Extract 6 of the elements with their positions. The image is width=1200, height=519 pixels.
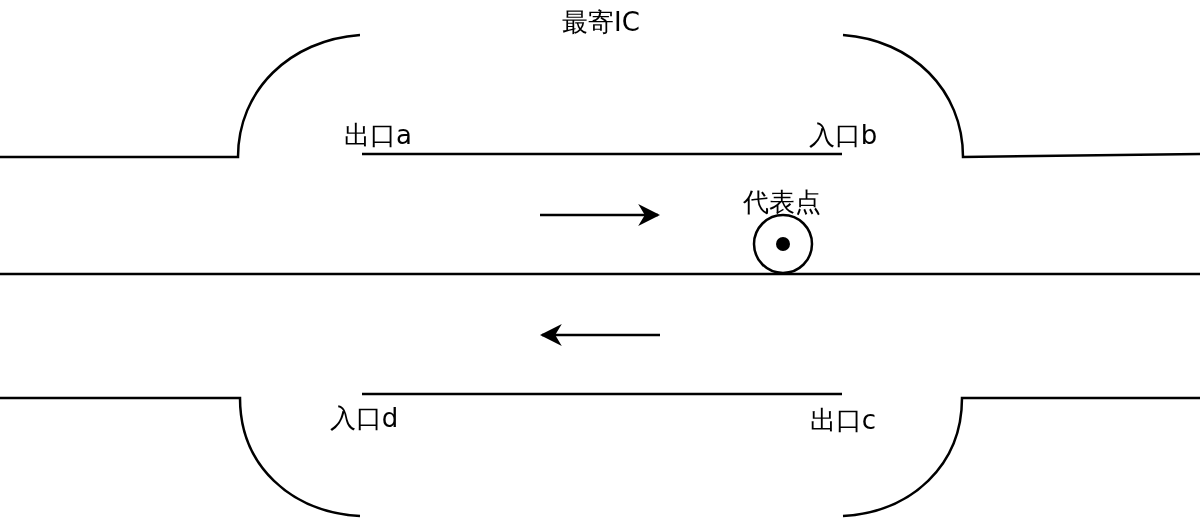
interchange-label: 最寄IC xyxy=(562,7,640,37)
point-label: 代表点 xyxy=(743,187,821,217)
entrance-label: 入口d xyxy=(329,403,399,433)
entrance-label: 入口b xyxy=(808,120,878,150)
exit-label: 出口c xyxy=(809,405,877,435)
exit-label: 出口a xyxy=(344,120,412,150)
